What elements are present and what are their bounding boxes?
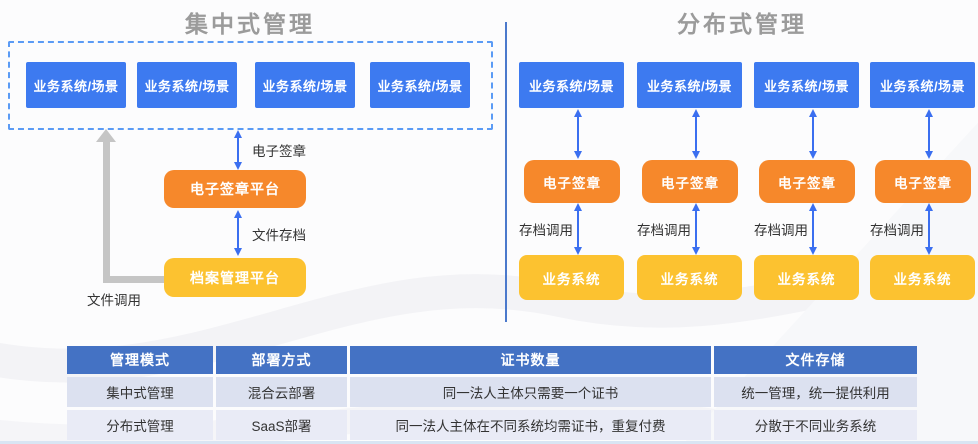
archive-call-double-arrow [692,203,700,255]
archive-call-label: 存档调用 [519,223,573,238]
sign-double-arrow [925,109,933,159]
business-scene-box-3: 业务系统/场景 [255,62,355,108]
bottom-edge-strip [0,441,978,444]
table-header-management-mode: 管理模式 [67,346,213,374]
table-header-file-storage: 文件存储 [714,346,917,374]
archive-arrow-label: 文件存档 [252,228,306,243]
archive-call-label: 存档调用 [637,223,691,238]
file-call-arrow-vertical [103,142,110,283]
business-scene-box-4: 业务系统/场景 [370,62,470,108]
table-cell: 统一管理，统一提供利用 [714,377,917,407]
esign-double-arrow [234,130,242,170]
esign-arrow-label: 电子签章 [252,144,306,159]
sign-double-arrow [809,109,817,159]
archive-call-zone: 存档调用 [636,203,744,255]
table-cell: 分散于不同业务系统 [714,410,917,440]
archive-call-zone: 存档调用 [753,203,861,255]
business-scene-box-2: 业务系统/场景 [137,62,237,108]
centralized-section-title: 集中式管理 [185,11,315,37]
archive-call-zone: 存档调用 [518,203,626,255]
comparison-table: 管理模式 部署方式 证书数量 文件存储 集中式管理 混合云部署 同一法人主体只需… [67,346,917,440]
table-header-cert-count: 证书数量 [350,346,711,374]
archive-call-label: 存档调用 [870,223,924,238]
business-scenes-group-border [8,41,493,130]
distributed-section-title: 分布式管理 [677,11,807,37]
archive-call-double-arrow [925,203,933,255]
business-scene-box: 业务系统/场景 [870,62,975,108]
table-cell: 分布式管理 [67,410,213,440]
archive-call-label: 存档调用 [754,223,808,238]
esign-box: 电子签章 [759,160,855,203]
business-system-box: 业务系统 [754,255,859,300]
business-scene-box: 业务系统/场景 [519,62,624,108]
archive-call-zone: 存档调用 [869,203,977,255]
archive-double-arrow [234,210,242,256]
section-divider-line [505,22,507,322]
business-system-box: 业务系统 [519,255,624,300]
table-cell: 混合云部署 [216,377,347,407]
sign-double-arrow [692,109,700,159]
file-call-label: 文件调用 [87,293,141,308]
business-system-box: 业务系统 [637,255,742,300]
archive-call-double-arrow [574,203,582,255]
table-header-deployment: 部署方式 [216,346,347,374]
file-call-arrow-horizontal [103,276,165,283]
business-scene-box-1: 业务系统/场景 [26,62,126,108]
esign-box: 电子签章 [875,160,971,203]
esign-box: 电子签章 [524,160,620,203]
archive-platform-box: 档案管理平台 [164,258,306,297]
table-cell: 集中式管理 [67,377,213,407]
esign-platform-box: 电子签章平台 [164,170,306,208]
business-scene-box: 业务系统/场景 [754,62,859,108]
business-scene-box: 业务系统/场景 [637,62,742,108]
sign-double-arrow [574,109,582,159]
table-cell: 同一法人主体在不同系统均需证书，重复付费 [350,410,711,440]
table-cell: SaaS部署 [216,410,347,440]
esign-box: 电子签章 [642,160,738,203]
table-cell: 同一法人主体只需要一个证书 [350,377,711,407]
file-call-arrow-head [96,129,116,142]
business-system-box: 业务系统 [870,255,975,300]
archive-call-double-arrow [809,203,817,255]
